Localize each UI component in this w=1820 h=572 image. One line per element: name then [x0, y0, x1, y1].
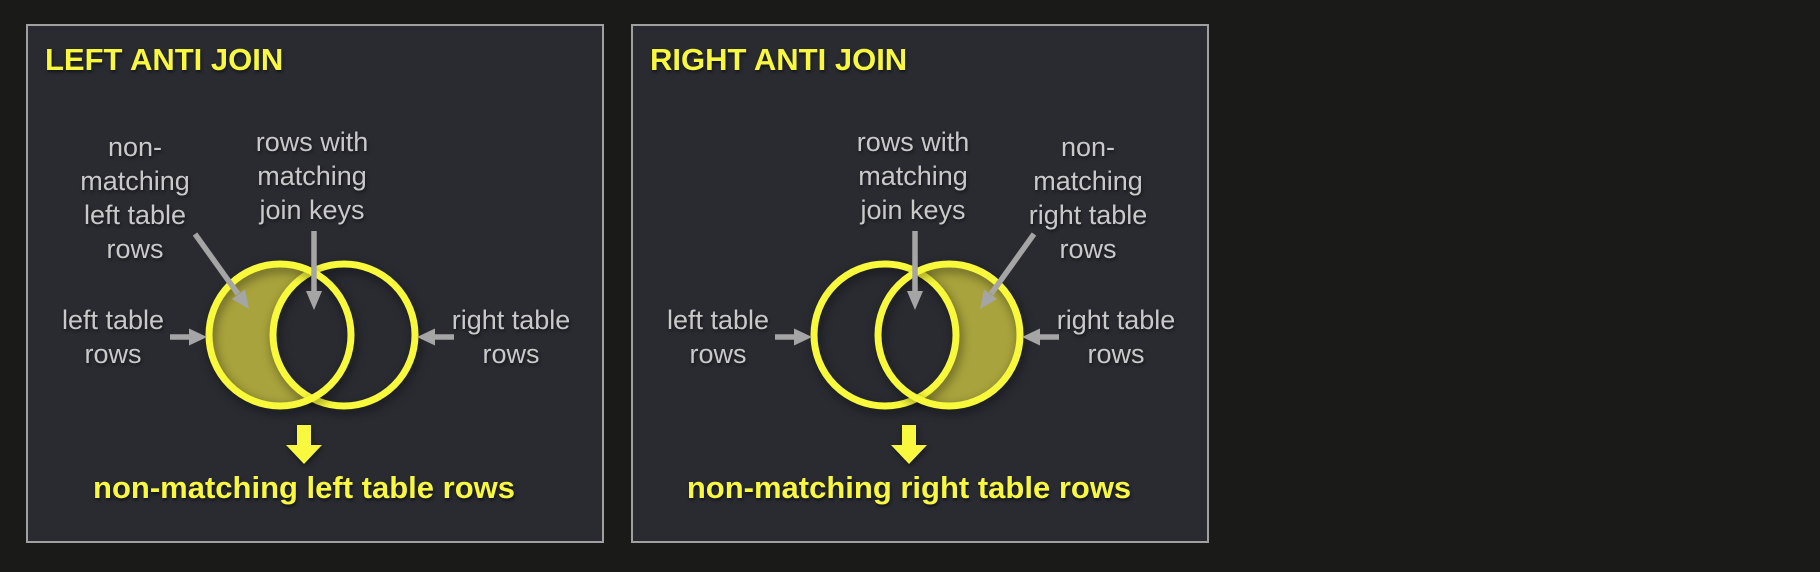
venn-diagram — [28, 26, 606, 545]
arrow-to-left-circle-icon — [775, 328, 812, 346]
arrow-to-left-circle-icon — [170, 328, 207, 346]
label-matching-join-keys: rows with matching join keys — [856, 127, 970, 225]
panel-title: RIGHT ANTI JOIN — [650, 42, 908, 77]
left-circle — [205, 260, 355, 410]
panel-title: LEFT ANTI JOIN — [45, 42, 284, 77]
label-matching-join-keys: rows with matching join keys — [255, 127, 369, 225]
left-anti-join-panel: LEFT ANTI JOIN non- matching left table … — [26, 24, 606, 545]
arrow-to-crescent-icon — [192, 232, 249, 309]
label-non-matching-rows: non- matching left table rows — [80, 132, 190, 264]
arrow-to-intersection-icon — [306, 231, 322, 310]
arrow-to-right-circle-icon — [1022, 328, 1059, 346]
result-caption: non-matching right table rows — [686, 470, 1132, 505]
highlight-left-crescent — [28, 26, 606, 545]
venn-diagram — [633, 26, 1211, 545]
label-non-matching-rows: non- matching right table rows — [1028, 132, 1148, 264]
right-anti-join-panel: RIGHT ANTI JOIN rows with matching join … — [631, 24, 1211, 545]
result-arrow-icon — [891, 425, 927, 464]
left-circle — [810, 260, 960, 410]
label-right-table-rows: right table rows — [1056, 305, 1176, 369]
label-right-table-rows: right table rows — [451, 305, 571, 369]
highlight-right-crescent — [633, 26, 1211, 545]
right-circle — [874, 260, 1024, 410]
label-left-table-rows: left table rows — [61, 305, 165, 369]
arrow-to-intersection-icon — [907, 231, 923, 310]
result-caption: non-matching left table rows — [93, 470, 515, 505]
arrow-to-crescent-icon — [980, 232, 1037, 309]
result-arrow-icon — [286, 425, 322, 464]
right-circle — [269, 260, 419, 410]
arrow-to-right-circle-icon — [417, 328, 454, 346]
label-left-table-rows: left table rows — [666, 305, 770, 369]
